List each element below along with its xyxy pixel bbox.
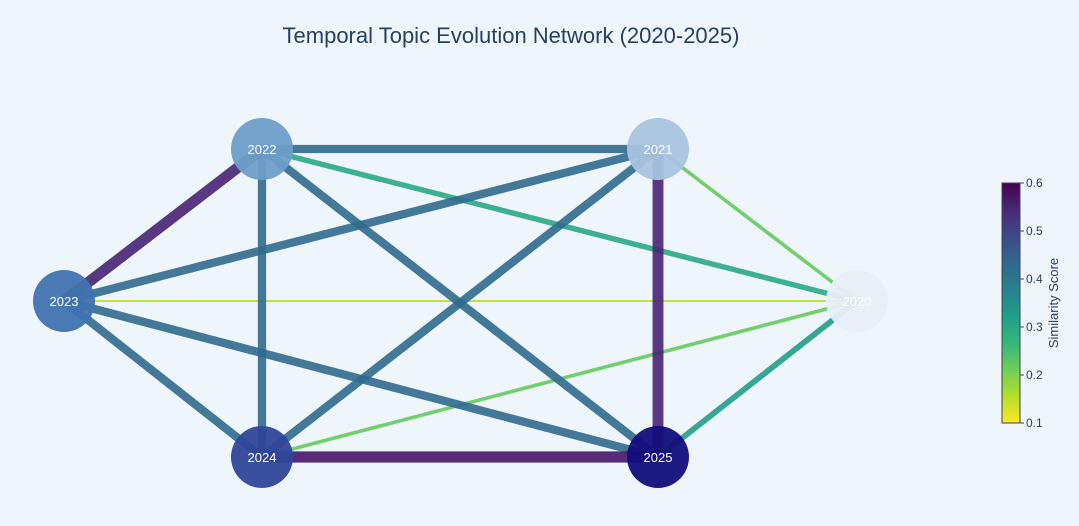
node-label-2025: 2025 [644, 450, 673, 465]
edge-2023-2024 [61, 297, 265, 461]
node-2025[interactable]: 2025 [627, 426, 689, 488]
colorbar-title: Similarity Score [1046, 258, 1061, 348]
colorbar-tick-label: 0.1 [1026, 416, 1043, 430]
edge-2021-2020 [656, 147, 859, 303]
node-label-2024: 2024 [248, 450, 277, 465]
node-circle-2025[interactable] [627, 426, 689, 488]
node-2021[interactable]: 2021 [627, 118, 689, 180]
edge-layer [60, 144, 859, 463]
node-2022[interactable]: 2022 [231, 118, 293, 180]
node-label-2022: 2022 [248, 142, 277, 157]
node-circle-2023[interactable] [33, 270, 95, 332]
colorbar-tick-label: 0.2 [1026, 368, 1043, 382]
node-circle-2024[interactable] [231, 426, 293, 488]
edge-2022-2023 [60, 144, 266, 306]
node-label-2021: 2021 [644, 142, 673, 157]
colorbar-tick-label: 0.5 [1026, 224, 1043, 238]
node-label-2023: 2023 [50, 294, 79, 309]
chart-title: Temporal Topic Evolution Network (2020-2… [283, 23, 740, 48]
node-circle-2020[interactable] [826, 270, 888, 332]
node-2023[interactable]: 2023 [33, 270, 95, 332]
colorbar-tick-label: 0.3 [1026, 320, 1043, 334]
colorbar-gradient [1001, 182, 1021, 424]
node-2020[interactable]: 2020 [826, 270, 888, 332]
colorbar-tick-label: 0.4 [1026, 272, 1043, 286]
edge-2023-2025 [62, 296, 660, 462]
edge-2022-2025 [259, 145, 661, 461]
edge-2025-2020 [656, 298, 859, 460]
node-label-2020: 2020 [843, 294, 872, 309]
node-circle-2021[interactable] [627, 118, 689, 180]
node-2024[interactable]: 2024 [231, 426, 293, 488]
node-layer: 2020 2021 2022 2023 2024 2025 [33, 118, 888, 488]
node-circle-2022[interactable] [231, 118, 293, 180]
colorbar-tick-label: 0.6 [1026, 176, 1043, 190]
